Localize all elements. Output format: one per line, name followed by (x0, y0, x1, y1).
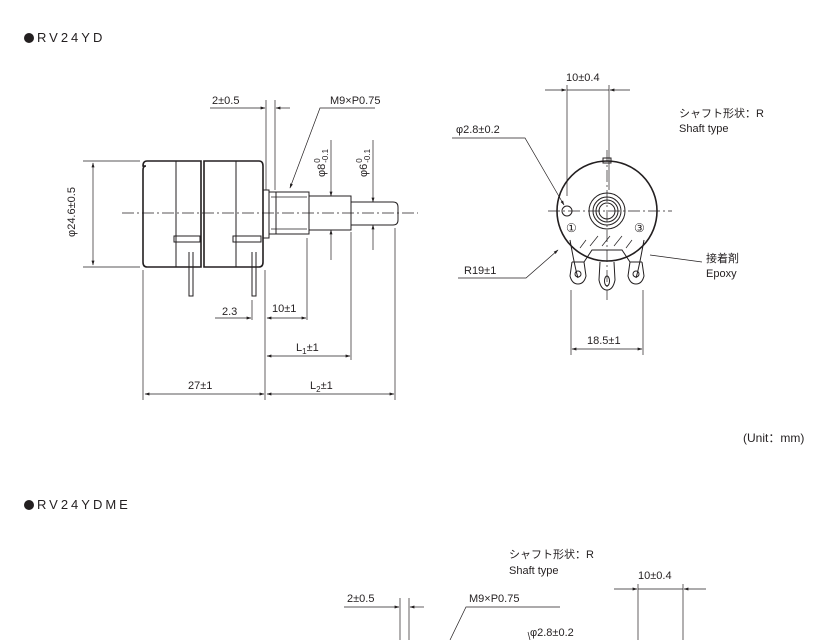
dim-2-3-label: 2.3 (222, 306, 238, 318)
epoxy-jp-label: 接着剤 (706, 253, 739, 265)
dim-10-label: 10±1 (272, 303, 297, 315)
section-title-text: RV24YD (37, 30, 106, 45)
rv24ydme-partial-view (344, 584, 706, 640)
locating-hole (561, 205, 573, 217)
width-label: 18.5±1 (587, 335, 621, 347)
section-title-text: RV24YDME (37, 497, 131, 512)
epoxy-en-label: Epoxy (706, 268, 737, 280)
s2-dim-10-label: 10±0.4 (638, 570, 672, 582)
hole-dia-label: φ2.8±0.2 (456, 124, 500, 136)
section-title-rv24ydme: RV24YDME (24, 497, 131, 512)
terminal-1-label: ① (566, 221, 577, 235)
thread-label: M9×P0.75 (330, 95, 381, 107)
front-dim-10-label: 10±0.4 (566, 72, 600, 84)
body-front (203, 160, 264, 268)
terminal (232, 235, 262, 243)
bushing-circle (588, 192, 626, 230)
unit-label: (Unit：mm) (743, 431, 805, 445)
shaft-6 (351, 201, 399, 226)
dim-L1-label: L1±1 (296, 342, 319, 357)
shaft-circle (595, 199, 619, 223)
dim-27-label: 27±1 (188, 380, 213, 392)
housing-circle (556, 160, 658, 262)
dim-L2-label: L2±1 (310, 380, 333, 395)
shaft-type-jp-label: シャフト形状：R (679, 108, 764, 120)
section-title-rv24yd: RV24YD (24, 30, 105, 45)
s2-shaft-type-en-label: Shaft type (509, 565, 559, 577)
front-view (452, 85, 703, 355)
terminal-3-label: ③ (634, 221, 645, 235)
bullet-icon (24, 499, 34, 510)
key-notch (602, 157, 612, 164)
body-diameter-label: φ24.6±0.5 (65, 187, 78, 237)
terminal-lug (598, 261, 616, 291)
terminal-pin (251, 252, 257, 297)
shaft-type-en-label: Shaft type (679, 123, 729, 135)
side-view (83, 100, 418, 400)
radius-label: R19±1 (464, 265, 497, 277)
epoxy-leader (649, 254, 703, 263)
terminal (173, 235, 201, 243)
bullet-icon (24, 32, 34, 43)
s2-hole-dia-label: φ2.8±0.2 (530, 627, 574, 639)
mount-flange (262, 189, 270, 239)
dim-2-label: 2±0.5 (212, 95, 240, 107)
terminal-lug (569, 261, 587, 285)
body-rear (142, 160, 202, 268)
s2-thread-label: M9×P0.75 (469, 593, 520, 605)
terminal-lug (627, 261, 645, 285)
s2-dim-2-label: 2±0.5 (347, 593, 375, 605)
s2-shaft-type-jp-label: シャフト形状：R (509, 549, 594, 561)
terminal-pin (188, 252, 194, 297)
